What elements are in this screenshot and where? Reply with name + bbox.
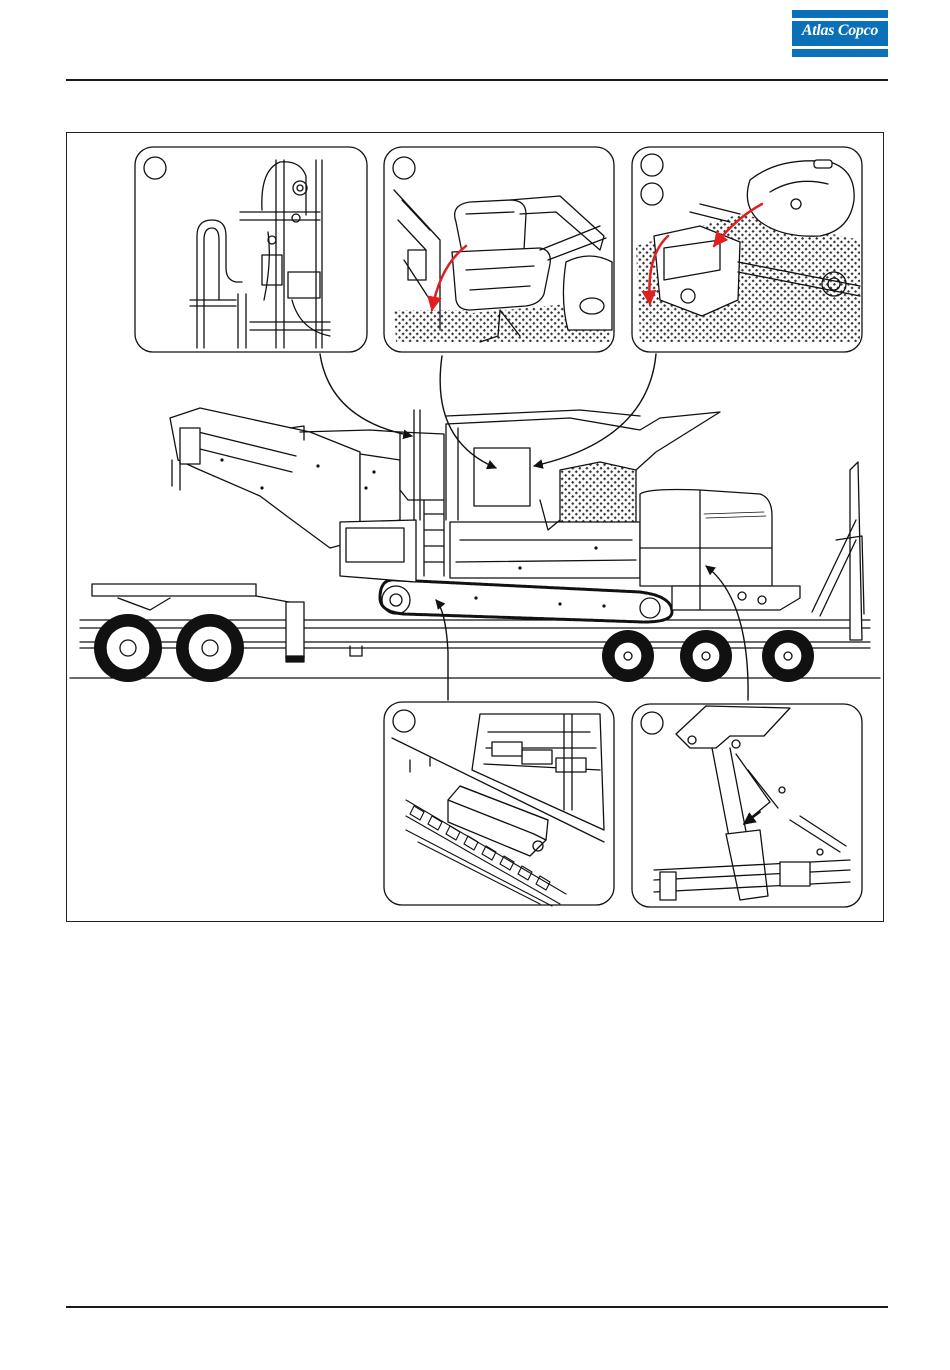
detail-5-panel bbox=[632, 704, 862, 907]
leader-detail-1 bbox=[320, 354, 412, 436]
detail-3-panel bbox=[632, 147, 862, 352]
detail-2-panel bbox=[384, 147, 614, 352]
main-machine bbox=[70, 408, 880, 682]
detail-1-panel bbox=[135, 147, 367, 352]
detail-4-panel bbox=[384, 702, 614, 906]
leader-detail-3 bbox=[534, 354, 656, 466]
